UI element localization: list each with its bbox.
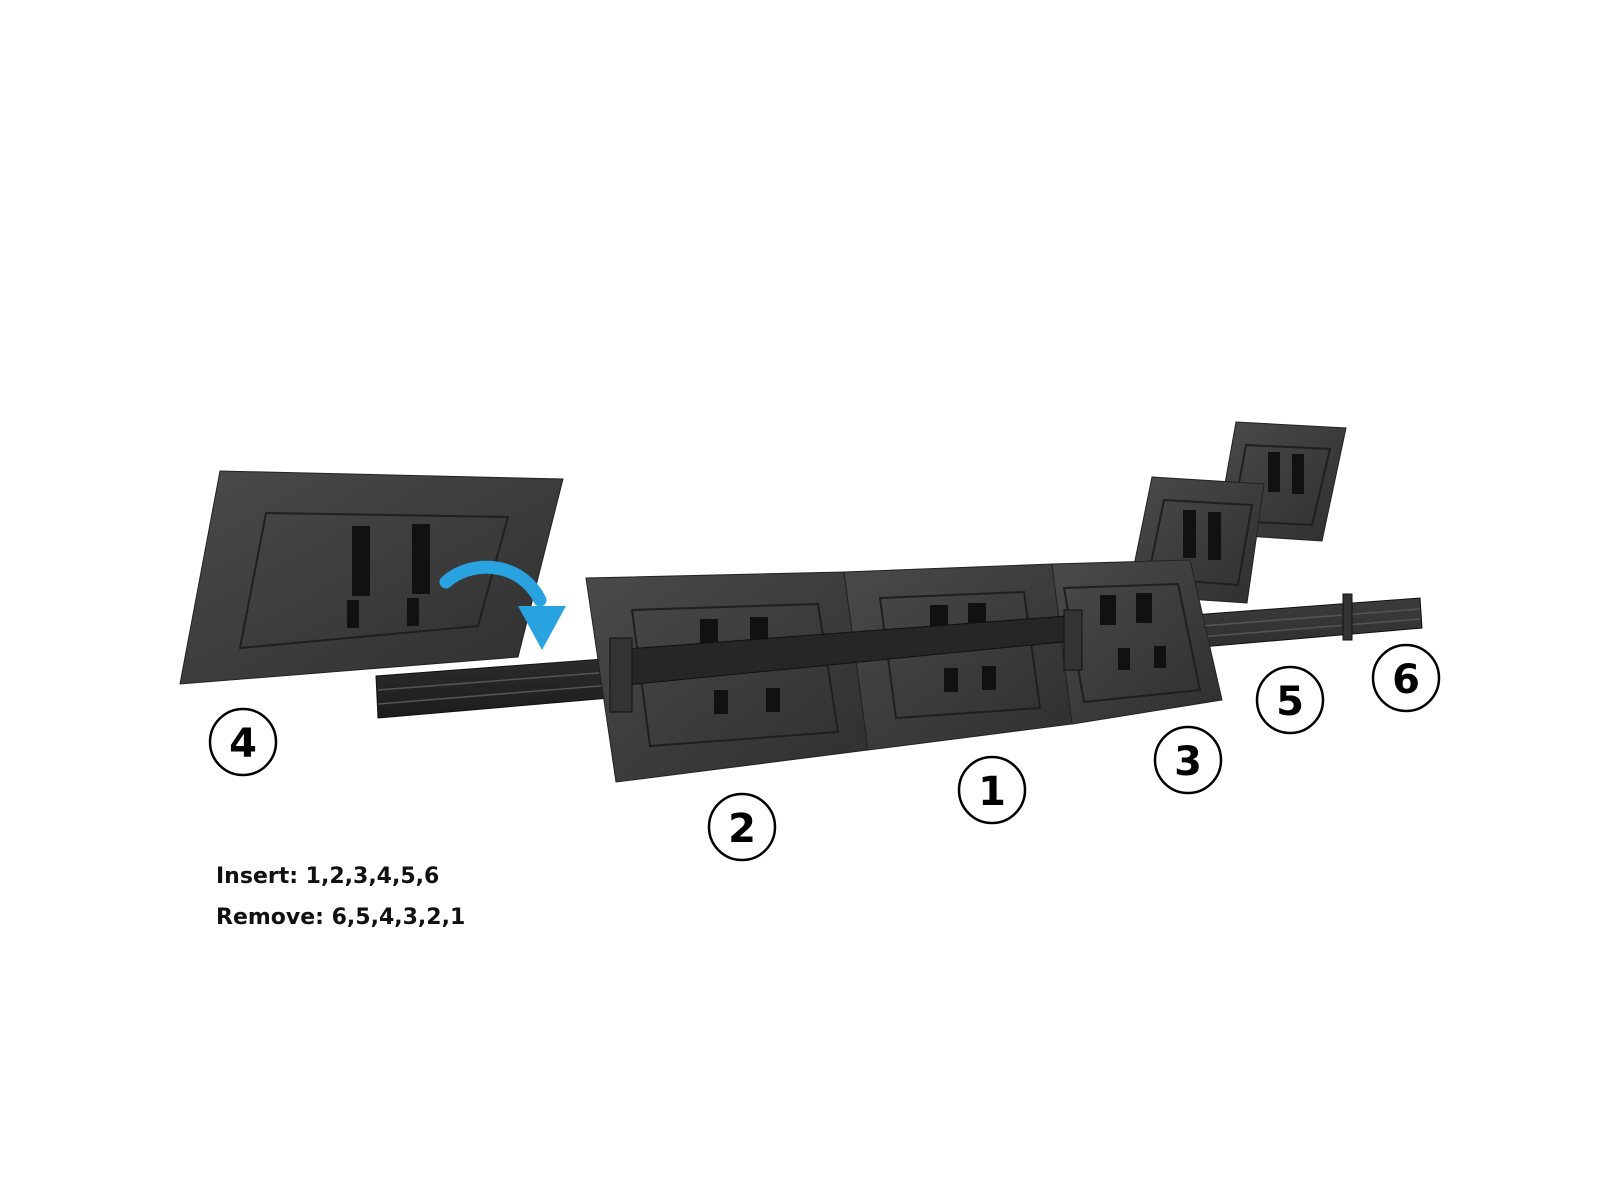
- remove-order: Remove: 6,5,4,3,2,1: [216, 905, 466, 930]
- step-badge-4: 4: [208, 707, 278, 777]
- step-badge-2-label: 2: [728, 806, 756, 852]
- instructions: Insert: 1,2,3,4,5,6 Remove: 6,5,4,3,2,1: [216, 856, 465, 938]
- rail-connector: [1342, 593, 1353, 641]
- step-badge-5: 5: [1255, 665, 1325, 735]
- step-badge-6: 6: [1371, 643, 1441, 713]
- rail-bracket-left: [609, 637, 633, 713]
- display-panel-4: [179, 470, 564, 685]
- step-badge-1-label: 1: [978, 769, 1006, 815]
- step-badge-1: 1: [957, 755, 1027, 825]
- step-badge-4-label: 4: [229, 721, 257, 767]
- step-badge-3-label: 3: [1174, 739, 1202, 785]
- rail-front-segment: [609, 609, 1083, 713]
- rotate-arrow-icon: [439, 560, 566, 650]
- insert-order: Insert: 1,2,3,4,5,6: [216, 864, 440, 889]
- step-badge-3: 3: [1153, 725, 1223, 795]
- step-badge-5-label: 5: [1276, 679, 1304, 725]
- display-panel-3: [1051, 559, 1223, 725]
- rail-bracket-right: [1063, 609, 1083, 671]
- step-badge-2: 2: [707, 792, 777, 862]
- step-badge-6-label: 6: [1392, 657, 1420, 703]
